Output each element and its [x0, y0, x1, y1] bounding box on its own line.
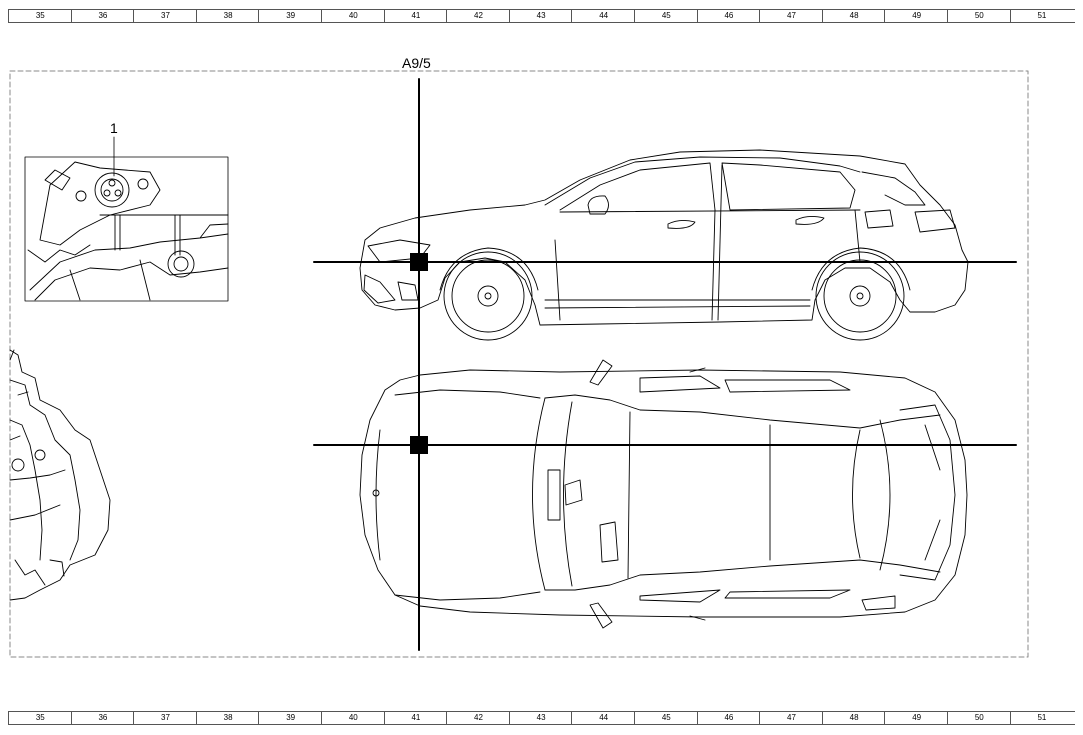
- grid-number-cell: 50: [947, 10, 1011, 22]
- grid-number-cell: 35: [8, 10, 72, 22]
- grid-number-cell: 37: [133, 712, 197, 724]
- side-view-location-marker: [410, 253, 428, 271]
- detail-inset: [24, 136, 229, 302]
- grid-number-cell: 38: [195, 712, 260, 724]
- grid-number-cell: 42: [446, 10, 510, 22]
- grid-number-cell: 47: [759, 712, 823, 724]
- engine-partial-view: [9, 349, 111, 601]
- grid-number-cell: 49: [884, 712, 948, 724]
- grid-number-cell: 39: [258, 712, 322, 724]
- detail-callout-number: 1: [110, 120, 118, 136]
- grid-number-cell: 43: [508, 10, 573, 22]
- grid-number-cell: 51: [1009, 712, 1074, 724]
- grid-number-cell: 40: [321, 10, 385, 22]
- grid-number-cell: 48: [821, 10, 886, 22]
- grid-number-cell: 39: [258, 10, 322, 22]
- grid-number-cell: 45: [634, 712, 698, 724]
- grid-number-cell: 36: [70, 712, 135, 724]
- grid-number-cell: 46: [696, 10, 761, 22]
- grid-number-cell: 49: [884, 10, 948, 22]
- grid-number-cell: 41: [383, 10, 448, 22]
- grid-number-cell: 44: [571, 10, 635, 22]
- grid-number-cell: 44: [571, 712, 635, 724]
- grid-number-cell: 35: [8, 712, 72, 724]
- grid-number-cell: 43: [508, 712, 573, 724]
- top-view-location-marker: [410, 436, 428, 454]
- grid-number-cell: 41: [383, 712, 448, 724]
- component-label: A9/5: [402, 55, 431, 71]
- grid-number-cell: 47: [759, 10, 823, 22]
- grid-number-cell: 36: [70, 10, 135, 22]
- grid-number-cell: 51: [1009, 10, 1074, 22]
- car-top-view: [359, 359, 968, 629]
- car-side-view: [359, 149, 969, 341]
- grid-number-cell: 40: [321, 712, 385, 724]
- grid-number-cell: 46: [696, 712, 761, 724]
- grid-number-cell: 38: [195, 10, 260, 22]
- grid-number-cell: 45: [634, 10, 698, 22]
- grid-number-cell: 50: [947, 712, 1011, 724]
- diagram-frame: [9, 70, 1029, 658]
- location-crosshairs: [313, 78, 1017, 651]
- grid-number-cell: 42: [446, 712, 510, 724]
- grid-number-cell: 48: [821, 712, 886, 724]
- grid-number-cell: 37: [133, 10, 197, 22]
